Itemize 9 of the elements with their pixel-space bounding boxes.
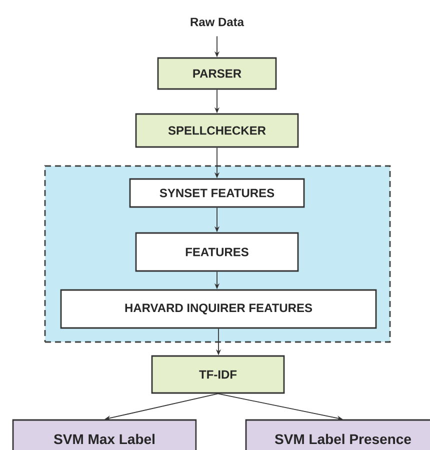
classifier-box: SVM Label Presence <box>245 419 430 450</box>
feature-box: SYNSET FEATURES <box>129 178 305 208</box>
feature-box: FEATURES <box>135 232 299 272</box>
classifier-box: SVM Max Label <box>12 419 197 450</box>
process-box: SPELLCHECKER <box>135 113 299 148</box>
feature-box: HARVARD INQUIRER FEATURES <box>60 289 377 329</box>
input-label: Raw Data <box>190 18 244 26</box>
process-box: PARSER <box>157 57 277 90</box>
process-box: TF-IDF <box>151 355 285 394</box>
